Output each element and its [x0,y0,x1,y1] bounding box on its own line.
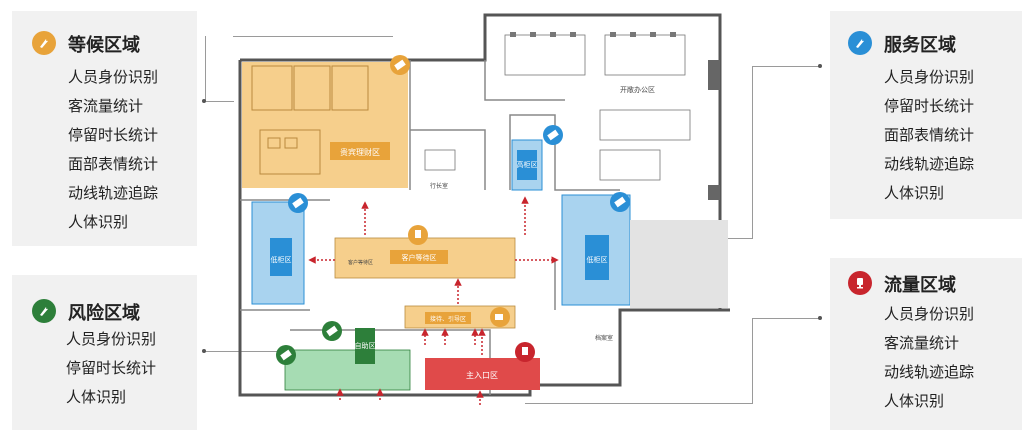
tag-icon [32,31,56,55]
list-item: 人体识别 [884,392,945,410]
leader-line [205,351,280,353]
waiting-zone-title: 等候区域 [68,35,140,56]
list-item: 停留时长统计 [884,97,975,115]
right-gray-block [630,220,728,308]
list-item: 停留时长统计 [68,126,159,144]
list-item: 人体识别 [884,184,945,202]
list-item: 人员身份识别 [884,305,975,323]
service-zone-title: 服务区域 [884,35,956,56]
leader-line [205,36,234,102]
leader-line [752,318,821,404]
camera-marker-orange [490,307,510,327]
tag-icon [32,299,56,323]
customer-wait-label: 客户等待区 [402,253,437,262]
list-item: 动线轨迹追踪 [884,155,975,173]
open-office-label: 开敞办公区 [620,85,655,94]
leader-line [525,403,752,405]
archive-room-label: 档案室 [595,334,613,342]
risk-zone-panel: 风险区域 人员身份识别 停留时长统计 人体识别 [12,275,197,430]
list-item: 客流量统计 [68,97,144,115]
leader-dot [202,349,206,353]
leader-dot [202,99,206,103]
camera-marker-blue [543,125,563,145]
list-item: 人体识别 [66,388,127,406]
tag-icon [848,31,872,55]
camera-marker-orange [390,55,410,75]
camera-marker-orange [408,225,428,245]
service-zone-list: 人员身份识别 停留时长统计 面部表情统计 动线轨迹追踪 人体识别 [884,63,974,208]
self-service-label: 自助区 [355,341,376,350]
list-item: 面部表情统计 [68,155,159,173]
vip-label-bg [330,142,390,160]
high-counter-label: 高柜区 [517,160,538,169]
list-item: 停留时长统计 [66,359,157,377]
waiting-zone-list: 人员身份识别 客流量统计 停留时长统计 面部表情统计 动线轨迹追踪 人体识别 [68,63,158,237]
list-item: 人体识别 [68,213,129,231]
risk-zone-list: 人员身份识别 停留时长统计 人体识别 [66,325,156,412]
leader-line [233,36,393,38]
list-item: 动线轨迹追踪 [68,184,159,202]
traffic-zone-panel: 流量区域 人员身份识别 客流量统计 动线轨迹追踪 人体识别 [830,258,1022,430]
traffic-zone-list: 人员身份识别 客流量统计 动线轨迹追踪 人体识别 [884,300,974,416]
vip-zone-label: 贵宾理财区 [340,147,380,157]
reception-label: 接待、引导区 [430,315,466,323]
waiting-zone-panel: 等候区域 人员身份识别 客流量统计 停留时长统计 面部表情统计 动线轨迹追踪 人… [12,11,197,246]
traffic-zone-title: 流量区域 [884,275,956,296]
camera-marker-blue [288,193,308,213]
list-item: 客流量统计 [884,334,960,352]
camera-marker-green [322,321,342,341]
list-item: 人员身份识别 [66,330,157,348]
inner-wall [240,60,620,395]
low-counter-right-label: 低柜区 [587,255,608,264]
floor-plan: 贵宾理财区 开敞办公区 行长室 高柜区 低柜区 低柜区 客户等待区 客户等待区 … [238,13,730,405]
service-zone-panel: 服务区域 人员身份识别 停留时长统计 面部表情统计 动线轨迹追踪 人体识别 [830,11,1022,219]
manager-room-label: 行长室 [430,182,448,190]
leader-line [752,66,821,239]
leader-dot [818,316,822,320]
list-item: 人员身份识别 [68,68,159,86]
camera-marker-red [515,342,535,362]
leader-dot [818,64,822,68]
list-item: 人员身份识别 [884,68,975,86]
risk-zone-title: 风险区域 [68,303,140,324]
vip-zone [242,62,408,188]
self-service-zone [284,349,411,391]
customer-wait-small-label: 客户等待区 [348,259,373,266]
camera-marker-green [276,345,296,365]
camera-icon [848,271,872,295]
camera-marker-blue [610,192,630,212]
main-entrance-zone [425,358,540,390]
main-entrance-label: 主入口区 [466,370,498,380]
list-item: 面部表情统计 [884,126,975,144]
low-counter-left-label: 低柜区 [271,255,292,264]
list-item: 动线轨迹追踪 [884,363,975,381]
